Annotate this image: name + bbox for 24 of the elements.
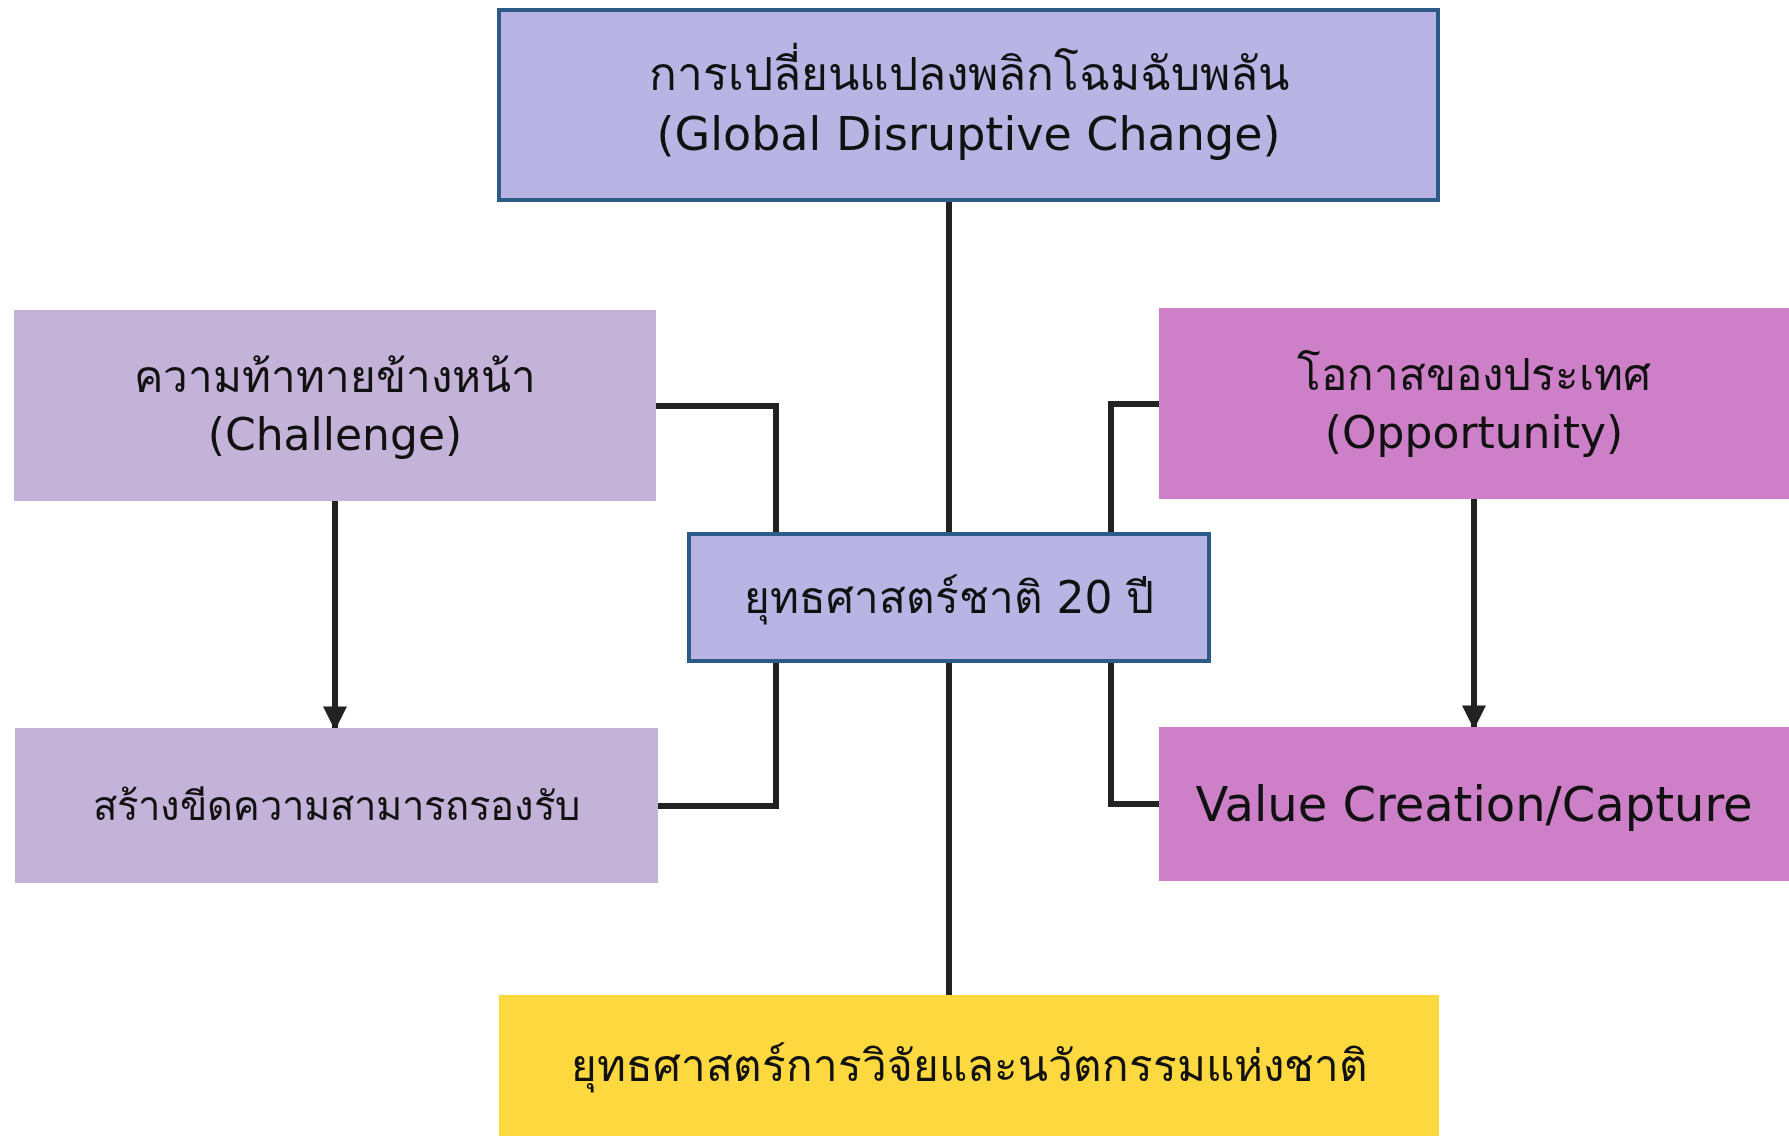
box-heading: โอกาสของประเทศ [1297, 348, 1651, 403]
box-subheading: (Global Disruptive Change) [656, 106, 1281, 163]
capability-box [15, 728, 658, 883]
connector-line [656, 403, 779, 532]
national-strategy-box [499, 995, 1439, 1136]
box-heading: ยุทธศาสตร์การวิจัยและนวัตกรรมแห่งชาติ [570, 1038, 1368, 1095]
title-box [497, 8, 1440, 202]
value-box [1159, 727, 1789, 881]
connector-line [946, 202, 952, 532]
box-heading: ยุทธศาสตร์ชาติ 20 ปี [743, 570, 1155, 627]
strategy-box [687, 532, 1211, 663]
opportunity-box [1159, 308, 1789, 499]
box-subheading: (Challenge) [207, 407, 463, 462]
arrow [323, 501, 347, 731]
connector-line [1108, 663, 1159, 807]
box-heading: สร้างขีดความสามารถรองรับ [93, 781, 580, 831]
connector-line [658, 663, 779, 809]
connector-line [1108, 401, 1159, 532]
arrow [1462, 499, 1486, 730]
box-subheading: (Opportunity) [1324, 405, 1624, 460]
challenge-box [14, 310, 656, 501]
box-heading: Value Creation/Capture [1195, 774, 1753, 834]
connector-line [946, 663, 952, 995]
box-heading: ความท้าทายข้างหน้า [134, 350, 536, 405]
